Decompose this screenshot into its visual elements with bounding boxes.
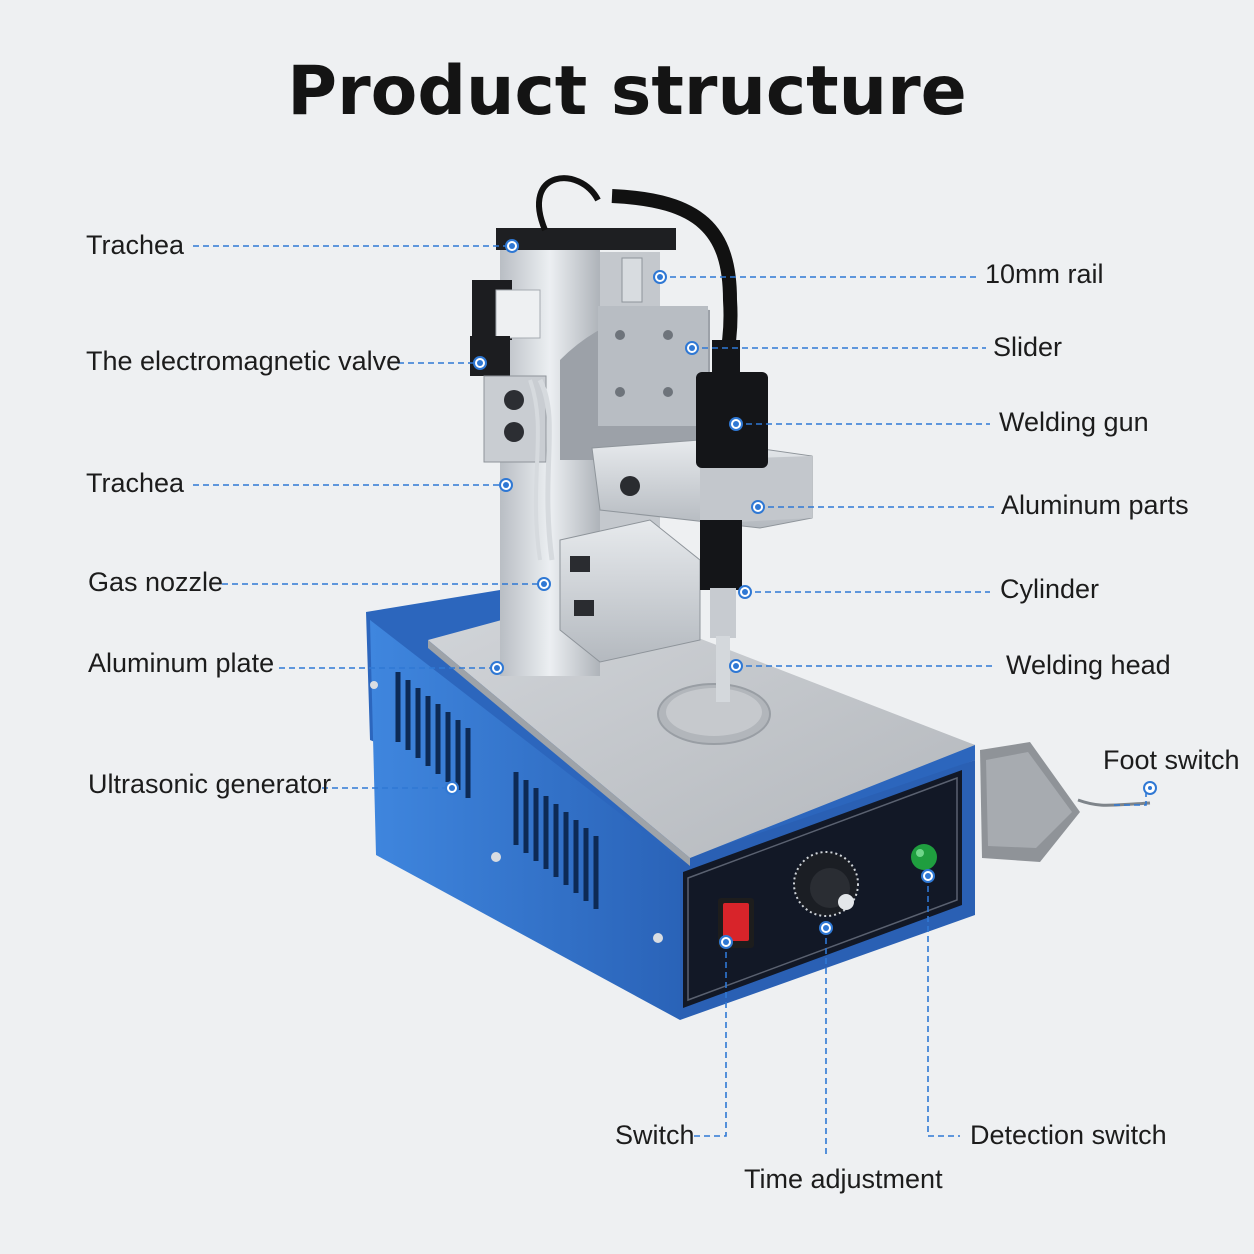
solenoid-valve bbox=[470, 280, 555, 561]
label-aluminum-parts: Aluminum parts bbox=[1001, 490, 1189, 520]
label-switch: Switch bbox=[615, 1120, 695, 1150]
foot-switch-illustration bbox=[980, 742, 1151, 862]
callout-leaders bbox=[193, 245, 1147, 1158]
callout-markers bbox=[445, 239, 1157, 949]
label-time-adjustment: Time adjustment bbox=[744, 1164, 943, 1194]
label-ultrasonic-generator: Ultrasonic generator bbox=[88, 769, 332, 799]
label-foot-switch: Foot switch bbox=[1103, 745, 1240, 775]
page-title: Product structure bbox=[287, 52, 967, 131]
label-trachea-mid: Trachea bbox=[86, 468, 185, 498]
label-cylinder: Cylinder bbox=[1000, 574, 1100, 604]
label-electromagnetic-valve: The electromagnetic valve bbox=[86, 346, 402, 376]
label-10mm-rail: 10mm rail bbox=[985, 259, 1104, 289]
cylinder-block bbox=[559, 519, 701, 663]
label-welding-gun: Welding gun bbox=[999, 407, 1149, 437]
label-trachea-top: Trachea bbox=[86, 230, 185, 260]
label-gas-nozzle: Gas nozzle bbox=[88, 567, 224, 597]
label-welding-head: Welding head bbox=[1006, 650, 1171, 680]
label-detection-switch: Detection switch bbox=[970, 1120, 1167, 1150]
detection-button[interactable] bbox=[911, 844, 937, 870]
slider-plate bbox=[560, 306, 710, 460]
label-slider: Slider bbox=[993, 332, 1063, 362]
timer-knob[interactable] bbox=[793, 851, 859, 917]
label-aluminum-plate: Aluminum plate bbox=[88, 648, 275, 678]
side-vents bbox=[395, 672, 599, 909]
